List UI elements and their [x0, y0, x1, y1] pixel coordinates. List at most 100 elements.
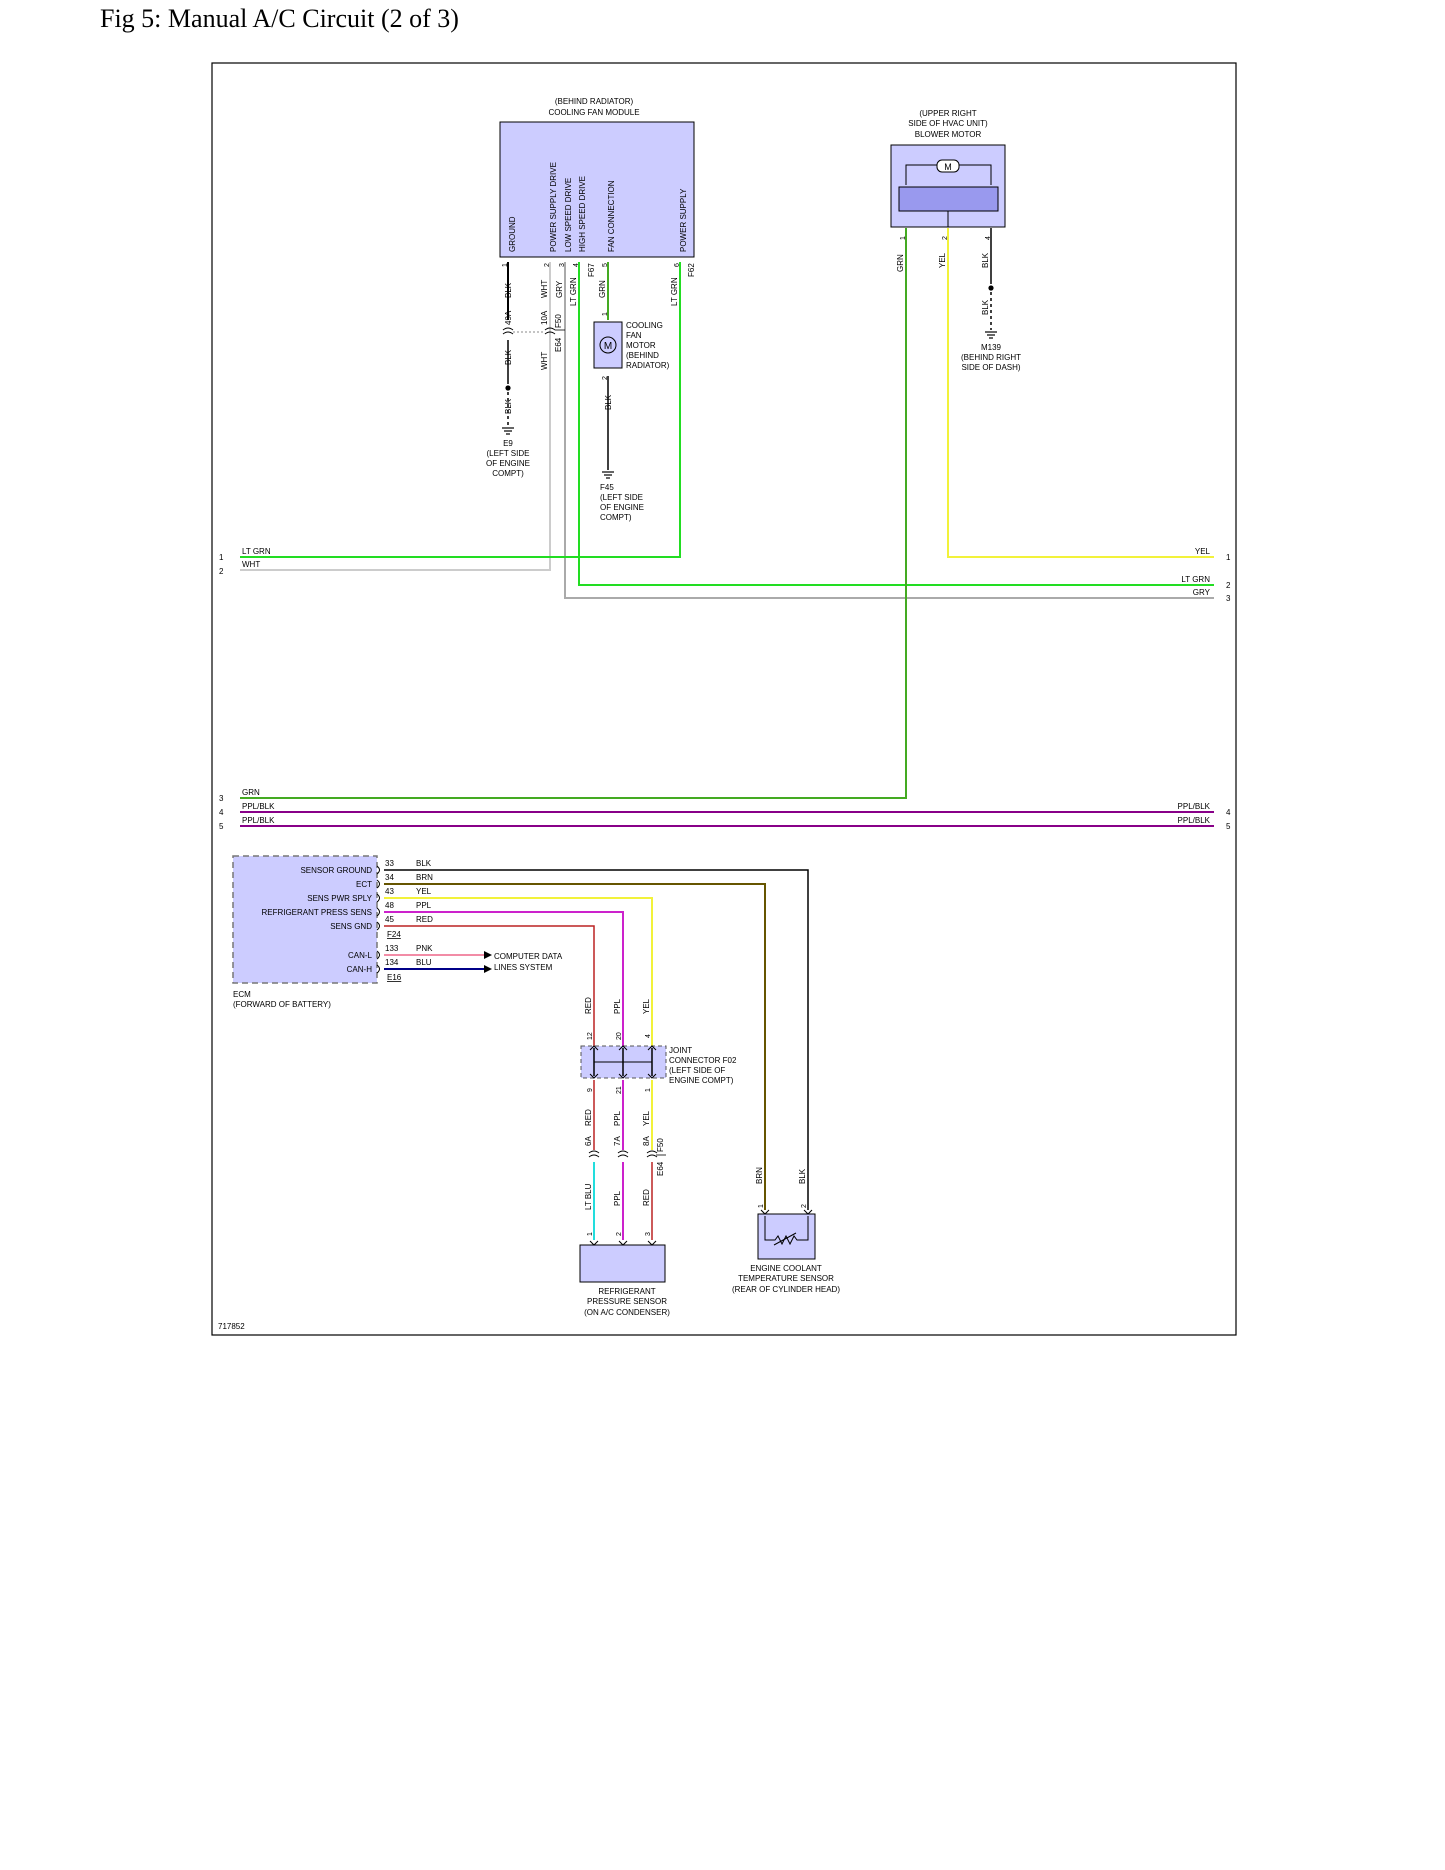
- wire-label-blk: BLK: [604, 394, 613, 410]
- joint-connector-label: (LEFT SIDE OF: [669, 1066, 725, 1075]
- diagram-id: 717852: [218, 1322, 245, 1331]
- bus-label-lt-grn: LT GRN: [1181, 575, 1210, 584]
- right-terminal: 2: [1226, 581, 1231, 590]
- ecm-pin-name: CAN-L: [348, 951, 373, 960]
- bus-label-yel: YEL: [1195, 547, 1211, 556]
- wire-label-lt-blu: LT BLU: [584, 1183, 593, 1210]
- ecm-pin-name: SENSOR GROUND: [300, 866, 372, 875]
- wire-blk-ect-ground: [384, 869, 809, 1210]
- ect-sensor-arrows: [760, 1209, 813, 1215]
- left-terminal: 3: [219, 794, 224, 803]
- bus-label-lt-grn: LT GRN: [242, 547, 271, 556]
- connector-8a-label: 8A: [642, 1136, 651, 1146]
- joint-connector-bus: [593, 1048, 653, 1076]
- ecm-wire-color: PPL: [416, 901, 432, 910]
- ect-sensor-name: ENGINE COOLANT: [750, 1264, 822, 1273]
- blower-location: SIDE OF HVAC UNIT): [908, 119, 988, 128]
- ecm-pin-name: CAN-H: [347, 965, 373, 974]
- wire-label-blk: BLK: [981, 299, 990, 315]
- joint-top-pin: 20: [616, 1032, 623, 1040]
- ground-f45-label: F45: [600, 483, 614, 492]
- ecm-connector-f24: F24: [387, 930, 401, 939]
- fan-module-location: (BEHIND RADIATOR): [555, 97, 634, 106]
- refrigerant-sensor-name: REFRIGERANT: [598, 1287, 655, 1296]
- joint-connector-label: JOINT: [669, 1046, 692, 1055]
- fan-pin-num: 2: [544, 263, 551, 267]
- fan-motor-label: RADIATOR): [626, 361, 670, 370]
- fan-motor-label: FAN: [626, 331, 642, 340]
- ground-e9-location: OF ENGINE: [486, 459, 530, 468]
- ecm-pin-num: 33: [385, 859, 394, 868]
- blower-pin: 1: [900, 236, 907, 240]
- fan-pin-num: 3: [559, 263, 566, 267]
- fan-motor-label: MOTOR: [626, 341, 656, 350]
- connector-10a-label: 10A: [540, 310, 549, 325]
- fan-module-name: COOLING FAN MODULE: [548, 108, 639, 117]
- cooling-fan-module-box: [499, 121, 695, 258]
- joint-top-pin: 4: [645, 1034, 652, 1038]
- wire-label-grn: GRN: [896, 254, 905, 272]
- refrigerant-sensor-pin: 3: [645, 1232, 652, 1236]
- ecm-connector-e16: E16: [387, 973, 402, 982]
- ecm-wire-color: BLU: [416, 958, 432, 967]
- ect-thermistor-slash: [773, 1232, 797, 1246]
- wire-label-blk: BLK: [504, 349, 513, 365]
- connector-f67-label: F67: [587, 263, 596, 277]
- blower-pin: 4: [985, 236, 992, 240]
- right-terminal: 3: [1226, 594, 1231, 603]
- ect-sensor-location: (REAR OF CYLINDER HEAD): [732, 1285, 840, 1294]
- refrigerant-sensor-location: (ON A/C CONDENSER): [584, 1308, 670, 1317]
- blower-location: (UPPER RIGHT: [919, 109, 976, 118]
- left-terminal: 2: [219, 567, 224, 576]
- right-terminal: 5: [1226, 822, 1231, 831]
- connector-e64-label: E64: [554, 337, 563, 352]
- bus-label-ppl-blk: PPL/BLK: [1178, 802, 1211, 811]
- ground-f45-icon: [602, 471, 614, 479]
- wire-label-blk: BLK: [981, 252, 990, 268]
- wire-red-sens-gnd: [384, 925, 595, 1046]
- inline-connector-49a-10a: [502, 327, 556, 335]
- connector-7a-label: 7A: [613, 1136, 622, 1146]
- ecm-pin-num: 45: [385, 915, 394, 924]
- fan-pin-connection-label: FAN CONNECTION: [607, 180, 616, 252]
- wire-lt-grn-power: [240, 262, 681, 558]
- wire-label-yel: YEL: [642, 998, 651, 1014]
- ecm-pin-num: 48: [385, 901, 394, 910]
- ecm-pin-num: 43: [385, 887, 394, 896]
- computer-data-label: COMPUTER DATA: [494, 952, 563, 961]
- ecm-location: (FORWARD OF BATTERY): [233, 1000, 331, 1009]
- ecm-pin-name: REFRIGERANT PRESS SENS: [261, 908, 372, 917]
- ect-thermistor-icon: [764, 1216, 809, 1246]
- connector-f50-label: F50: [554, 314, 563, 328]
- connector-f50-label: F50: [656, 1138, 665, 1152]
- wire-label-grn: GRN: [598, 280, 607, 298]
- wire-label-gry: GRY: [555, 280, 564, 298]
- computer-data-label: LINES SYSTEM: [494, 963, 553, 972]
- wire-label-red: RED: [584, 997, 593, 1014]
- connector-49a-label: 49A: [504, 310, 513, 325]
- wire-label-lt-grn: LT GRN: [569, 277, 578, 306]
- ground-e9-label: E9: [503, 439, 513, 448]
- blower-name: BLOWER MOTOR: [915, 130, 982, 139]
- fan-pin-num: 4: [573, 263, 580, 267]
- bus-label-ppl-blk: PPL/BLK: [1178, 816, 1211, 825]
- wire-brn-ect: [384, 883, 766, 1210]
- blower-motor-symbol: M: [944, 162, 952, 172]
- ground-f45-location: OF ENGINE: [600, 503, 644, 512]
- ecm-pin-num: 134: [385, 958, 399, 967]
- refrigerant-sensor-box: [579, 1244, 666, 1283]
- wire-label-yel: YEL: [938, 252, 947, 268]
- wire-group: [240, 228, 1214, 1240]
- wire-label-wht: WHT: [540, 352, 549, 370]
- blower-motor-icon: [936, 159, 960, 173]
- ground-e9-location: COMPT): [492, 469, 524, 478]
- diagram-border: [211, 62, 1237, 1336]
- wire-label-blk: BLK: [504, 282, 513, 298]
- wire-label-red: RED: [642, 1189, 651, 1206]
- can-h-arrow-icon: [484, 965, 492, 973]
- ecm-wire-color: RED: [416, 915, 433, 924]
- fan-pin-power-drive-label: POWER SUPPLY DRIVE: [549, 162, 558, 252]
- blower-pin: 2: [942, 236, 949, 240]
- ecm-wire-color: YEL: [416, 887, 432, 896]
- ground-f45-location: COMPT): [600, 513, 632, 522]
